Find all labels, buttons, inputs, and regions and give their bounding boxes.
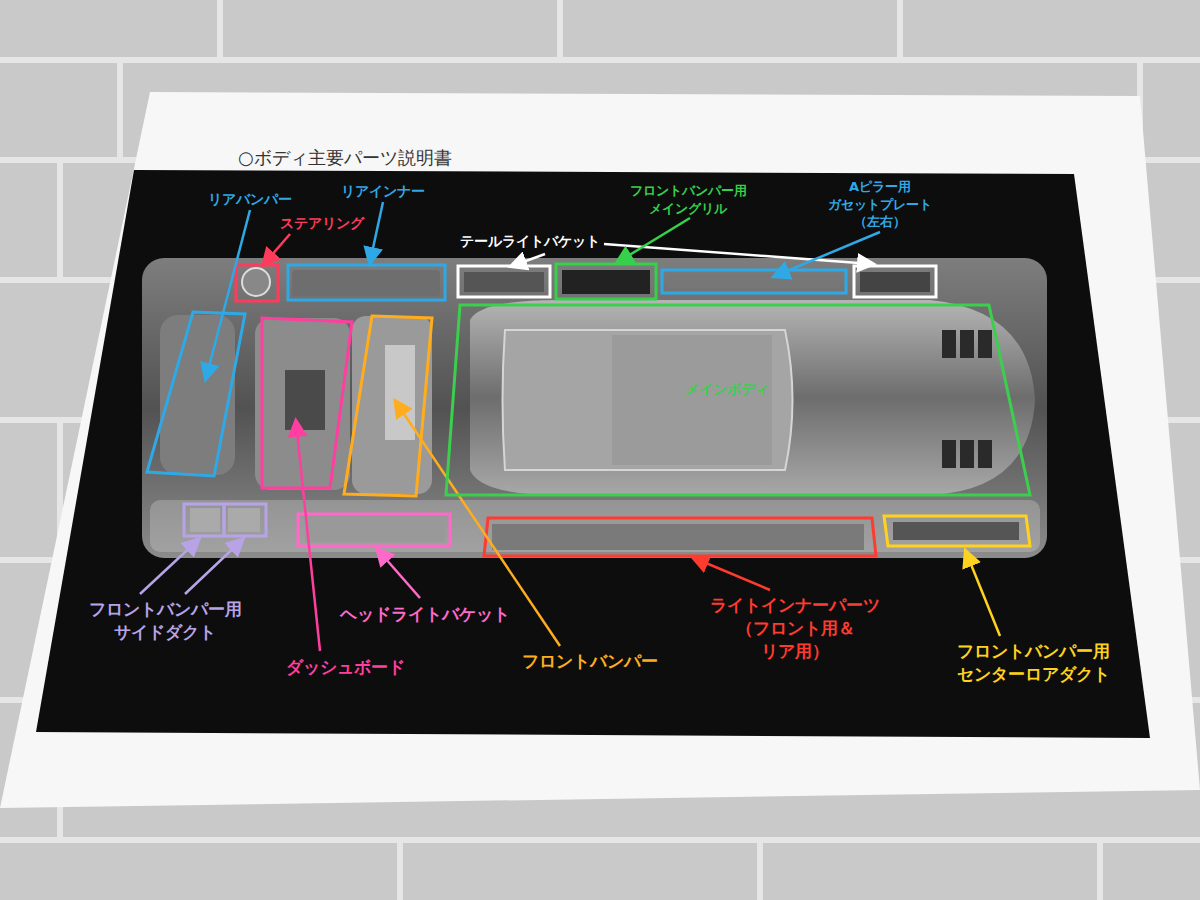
part-label: ライトインナーパーツ （フロント用＆リア用） — [710, 594, 880, 663]
part-label: リアバンパー — [208, 190, 292, 209]
part-label: Aピラー用 ガセットプレート （左右） — [828, 178, 932, 231]
part-label: フロントバンパー — [522, 650, 658, 673]
part-label: ダッシュボード — [286, 656, 405, 679]
part-outline-box: メインボディ — [444, 303, 1034, 497]
outline-shape — [444, 303, 1034, 497]
part-label: フロントバンパー用 センターロアダクト — [957, 640, 1110, 686]
document-title: ○ボディ主要パーツ説明書 — [238, 146, 452, 170]
part-label: ヘッドライトバケット — [340, 603, 510, 626]
part-name: メインボディ — [685, 381, 769, 399]
part-label: テールライトバケット — [460, 232, 600, 251]
part-label: リアインナー — [341, 182, 425, 201]
part-label: フロントバンパー用 メイングリル — [630, 182, 747, 217]
part-label: ステアリング — [280, 214, 364, 233]
part-label: フロントバンパー用 サイドダクト — [89, 598, 242, 644]
